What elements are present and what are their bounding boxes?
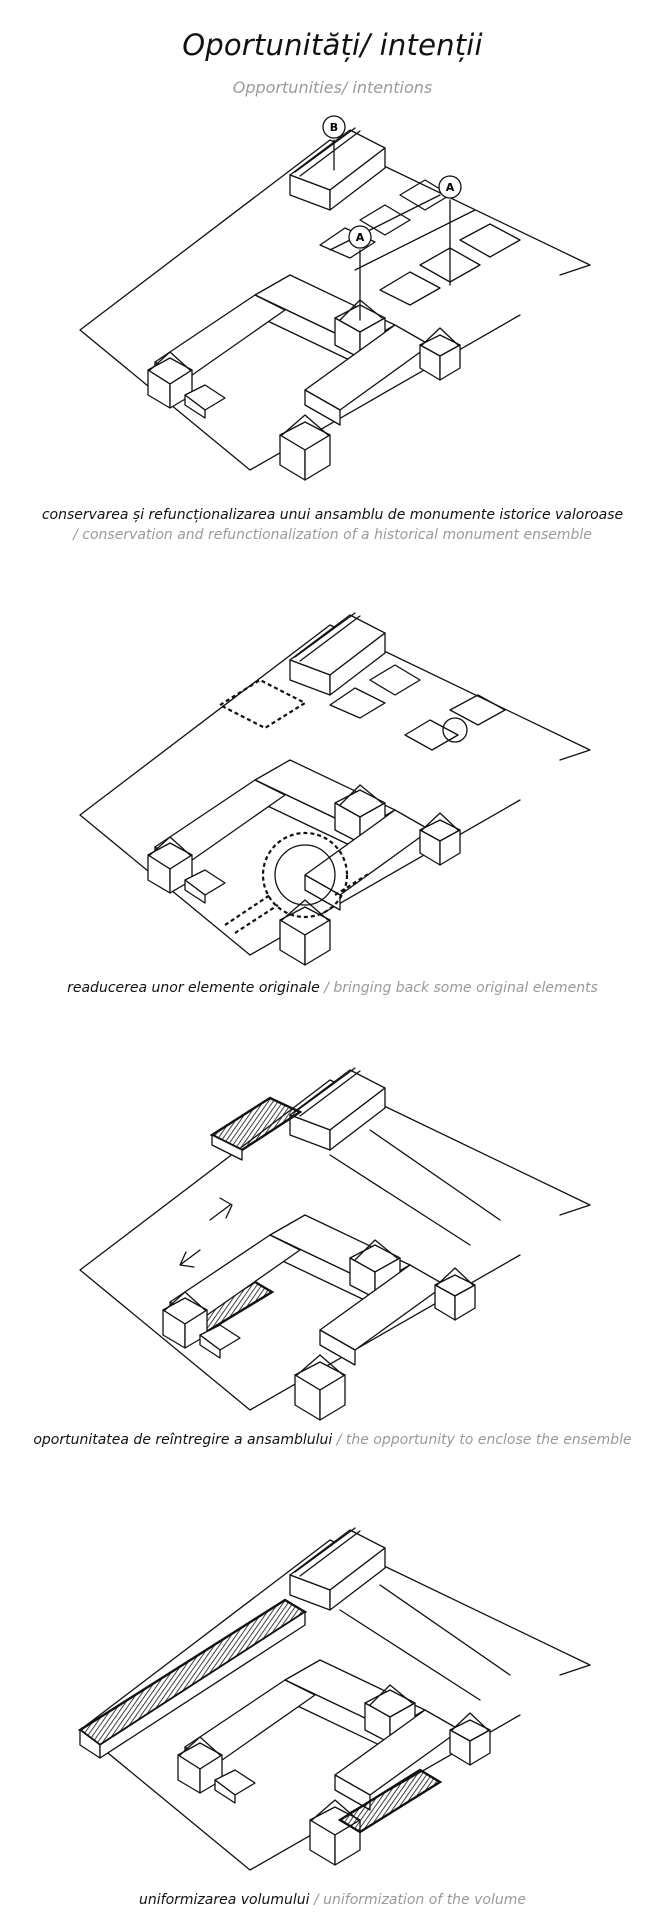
caption-ro: uniformizarea volumului <box>139 1892 310 1908</box>
sketch-uniformization <box>77 1527 591 1871</box>
marker-a-gate: A <box>348 225 372 321</box>
svg-text:A: A <box>446 181 455 194</box>
caption-original-elements: readucerea unor elemente originale / bri… <box>0 978 665 998</box>
svg-text:B: B <box>330 121 338 134</box>
page-subtitle: Opportunities/ intentions <box>232 78 433 97</box>
marker-a-parcels: A <box>438 175 462 286</box>
page-title: Oportunități/ intenții <box>182 28 483 62</box>
panel-original-elements: readucerea unor elemente originale / bri… <box>0 560 665 1000</box>
caption-enclose: oportunitatea de reîntregire a ansamblul… <box>0 1430 665 1450</box>
marker-b: B <box>322 115 346 171</box>
svg-text:A: A <box>356 231 365 244</box>
caption-en: / the opportunity to enclose the ensembl… <box>336 1432 632 1448</box>
panel-uniformization: uniformizarea volumului / uniformization… <box>0 1460 665 1920</box>
caption-ro: readucerea unor elemente originale <box>67 980 320 996</box>
caption-en: / bringing back some original elements <box>324 980 598 996</box>
caption-en: / uniformization of the volume <box>313 1892 526 1908</box>
caption-ro: oportunitatea de reîntregire a ansamblul… <box>33 1432 333 1448</box>
sketch-original-elements <box>79 612 591 966</box>
caption-uniformization: uniformizarea volumului / uniformization… <box>0 1890 665 1910</box>
caption-conservation: conservarea și refuncționalizarea unui a… <box>0 505 665 545</box>
panel-enclose: oportunitatea de reîntregire a ansamblul… <box>0 1000 665 1460</box>
caption-en: / conservation and refunctionalization o… <box>73 527 592 543</box>
caption-ro: conservarea și refuncționalizarea unui a… <box>41 507 624 523</box>
sketch-enclose <box>79 1067 591 1421</box>
panel-conservation: B A A conservarea și refuncționalizarea … <box>0 0 665 560</box>
sketch-conservation: B A A <box>79 115 591 481</box>
